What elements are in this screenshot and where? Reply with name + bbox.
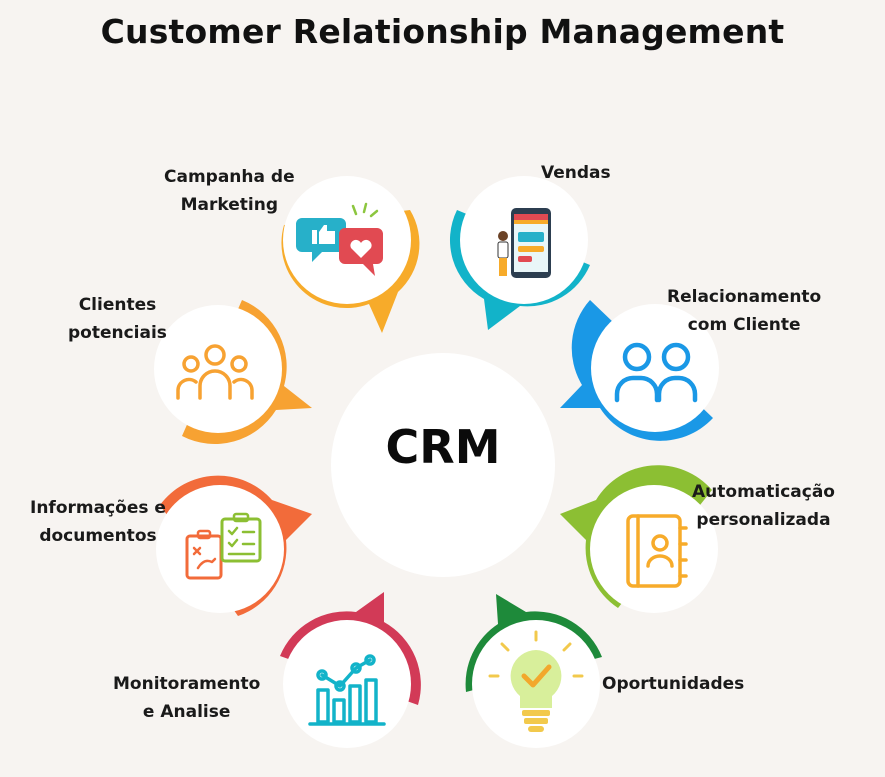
label-automaticacao-line-2: personalizada bbox=[696, 510, 831, 530]
label-campanha-marketing: Campanha de Marketing bbox=[164, 163, 295, 219]
label-relacionamento: Relacionamento com Cliente bbox=[667, 283, 821, 339]
label-vendas: Vendas bbox=[541, 159, 611, 187]
label-campanha-line-1: Campanha de bbox=[164, 167, 295, 187]
node-oportunidades bbox=[465, 594, 602, 748]
light-bulb-check-icon bbox=[488, 630, 584, 732]
label-automaticacao: Automaticação personalizada bbox=[692, 478, 835, 534]
mobile-storefront-seller-icon bbox=[497, 208, 551, 278]
label-informacoes-line-2: documentos bbox=[39, 526, 157, 546]
node-clientes-circle bbox=[154, 305, 282, 433]
diagram-title: Customer Relationship Management bbox=[100, 12, 785, 51]
label-oportunidades-line-1: Oportunidades bbox=[602, 674, 745, 694]
label-informacoes: Informações e documentos bbox=[30, 494, 166, 550]
node-relacionamento bbox=[560, 300, 719, 441]
clipboards-checklist-icon bbox=[185, 512, 262, 580]
node-informacoes bbox=[156, 475, 312, 616]
label-relacionamento-line-1: Relacionamento bbox=[667, 287, 822, 307]
label-clientes-line-1: Clientes bbox=[78, 295, 157, 315]
label-clientes-line-2: potenciais bbox=[68, 323, 167, 343]
thumbs-up-heart-chat-icon bbox=[296, 202, 383, 276]
node-clientes bbox=[154, 300, 312, 444]
label-campanha-line-2: Marketing bbox=[180, 195, 278, 215]
node-monitoramento bbox=[280, 592, 421, 748]
node-vendas bbox=[449, 176, 590, 330]
label-automaticacao-line-1: Automaticação bbox=[692, 482, 835, 502]
node-campanha-marketing bbox=[281, 176, 420, 333]
contact-book-icon bbox=[626, 514, 688, 588]
two-users-icon bbox=[614, 342, 698, 403]
node-automaticacao bbox=[560, 465, 718, 613]
label-oportunidades: Oportunidades bbox=[602, 670, 744, 698]
label-clientes: Clientes potenciais bbox=[68, 291, 167, 347]
label-monitoramento-line-1: Monitoramento bbox=[113, 674, 261, 694]
label-relacionamento-line-2: com Cliente bbox=[687, 315, 801, 335]
crm-center-circle bbox=[331, 353, 555, 577]
node-relacionamento-circle bbox=[591, 304, 719, 432]
crm-center-label: CRM bbox=[385, 420, 501, 474]
node-monitoramento-circle bbox=[283, 620, 411, 748]
three-users-group-icon bbox=[176, 344, 254, 400]
bar-chart-trend-icon bbox=[308, 654, 386, 726]
label-monitoramento-line-2: e Analise bbox=[142, 702, 231, 722]
label-vendas-line-1: Vendas bbox=[541, 163, 611, 183]
label-informacoes-line-1: Informações e bbox=[30, 498, 166, 518]
label-monitoramento: Monitoramento e Analise bbox=[113, 670, 260, 726]
